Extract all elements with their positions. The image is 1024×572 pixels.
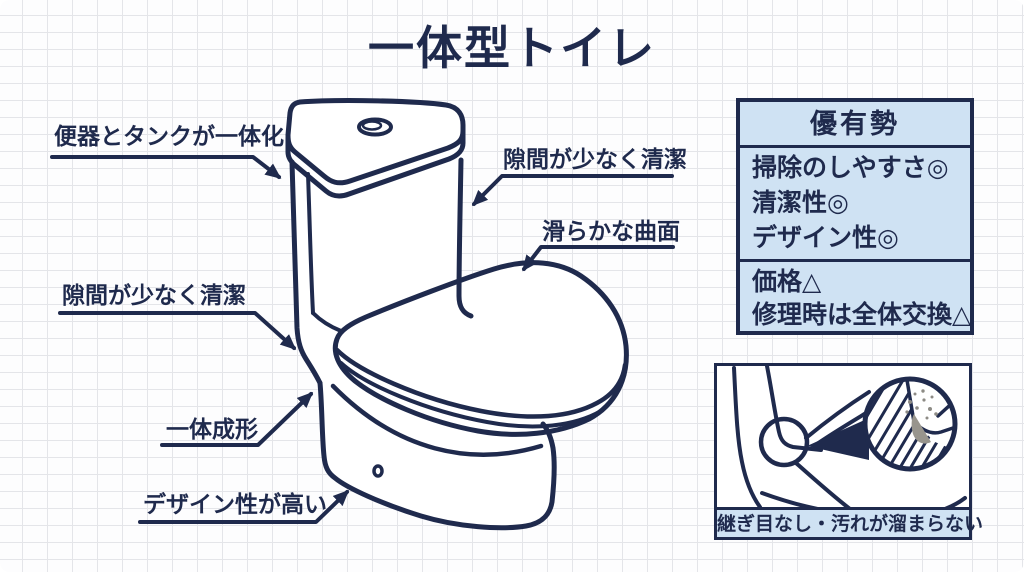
label-one-piece-molding: 一体成形 <box>166 416 258 442</box>
dirt-speckles <box>905 389 938 420</box>
label-gap-clean-left: 隙間が少なく清潔 <box>62 282 246 308</box>
table-row-con: 価格△ <box>752 268 822 296</box>
toilet-base <box>317 380 557 531</box>
inset-bowl-lower <box>760 491 818 507</box>
tank-right-edge <box>456 157 474 319</box>
bowl-base-junction <box>330 383 544 457</box>
inset-illustration <box>732 366 967 507</box>
deck-edge <box>311 311 343 333</box>
label-gap-clean-top: 隙間が少なく清潔 <box>503 146 687 172</box>
flush-button-inner <box>361 120 383 131</box>
magnifier-circle <box>862 376 958 472</box>
inset-rim-upper <box>804 390 871 440</box>
inset-bowl-edge <box>794 461 851 507</box>
pointer-gap-clean-top <box>471 174 674 207</box>
pointer-high-design <box>138 489 350 524</box>
seat-rim-line <box>334 347 628 419</box>
pointer-tank-integrated <box>50 155 282 179</box>
pros-section: 掃除のしやすさ◎ 清潔性◎ デザイン性◎ <box>740 148 970 262</box>
cons-section: 価格△ 修理時は全体交換△ <box>740 262 972 332</box>
pointer-gap-clean-left <box>58 311 297 351</box>
inset-picture <box>717 366 969 507</box>
advantage-table-header: 優有勢 <box>740 102 970 148</box>
drain-cap <box>372 464 384 478</box>
page-title: 一体型トイレ <box>368 22 656 74</box>
table-row-pro: 清潔性◎ <box>752 189 849 217</box>
tank-left-edge <box>289 159 323 386</box>
tank-lid <box>285 98 466 186</box>
label-high-design: デザイン性が高い <box>143 491 327 517</box>
inset-seam-line <box>765 366 823 452</box>
inset-caption: 継ぎ目なし・汚れが溜まらない <box>717 507 983 537</box>
seat-rim-line-2 <box>339 361 603 429</box>
table-row-pro: 掃除のしやすさ◎ <box>752 154 949 182</box>
dirt-blob <box>911 414 931 444</box>
table-row-con: 修理時は全体交換△ <box>752 301 972 329</box>
inset-pedestal-edge <box>732 366 762 507</box>
magnifier-small-circle <box>758 416 810 468</box>
pointer-smooth-surface <box>522 245 675 272</box>
inset-bowl-right <box>850 496 967 507</box>
magnifier-beam <box>807 418 869 460</box>
label-tank-integrated: 便器とタンクが一体化 <box>54 123 284 149</box>
advantage-table: 優有勢 掃除のしやすさ◎ 清潔性◎ デザイン性◎ 価格△ 修理時は全体交換△ <box>736 98 974 335</box>
tank-lid-bevel <box>285 127 466 199</box>
pointer-one-piece-molding <box>160 391 314 447</box>
label-smooth-surface: 滑らかな曲面 <box>542 218 680 244</box>
tank-corner-edge <box>306 172 315 315</box>
table-row-pro: デザイン性◎ <box>752 224 899 252</box>
seam-detail-inset: 継ぎ目なし・汚れが溜まらない <box>714 363 983 540</box>
